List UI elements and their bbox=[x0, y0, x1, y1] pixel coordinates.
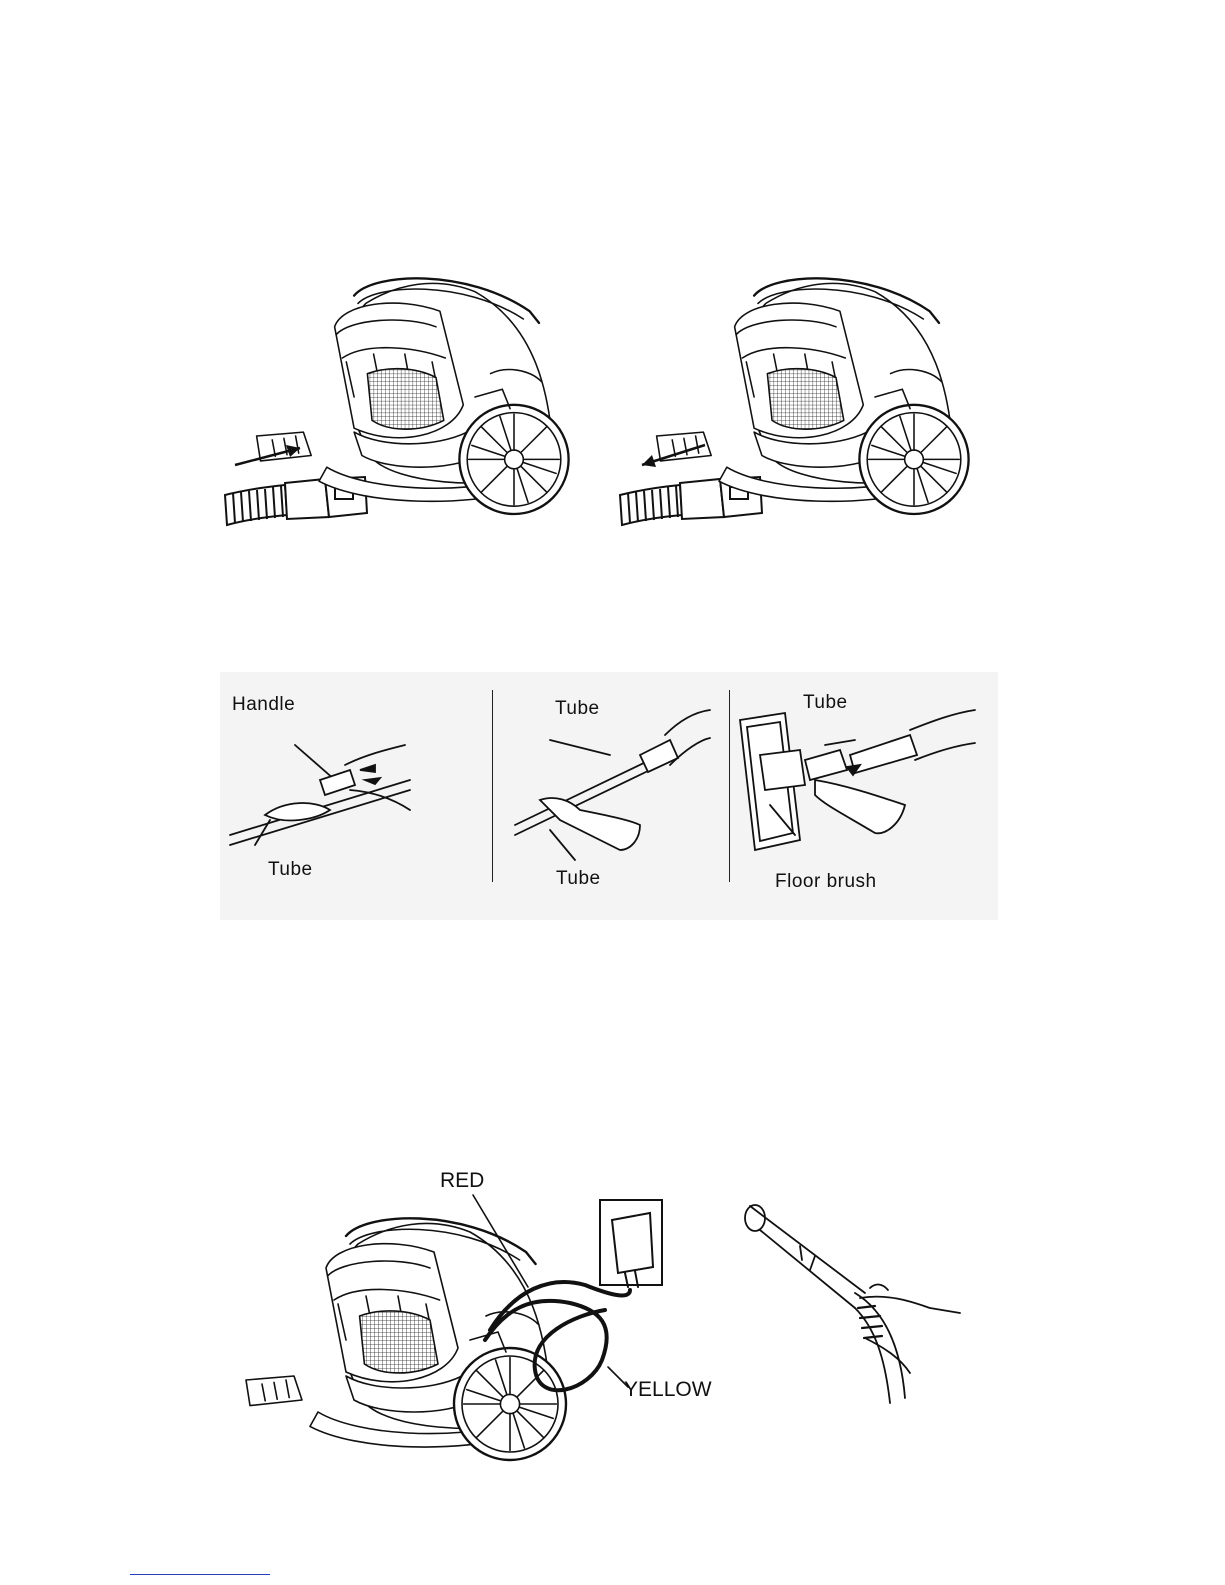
floor-brush-label: Floor brush bbox=[775, 871, 877, 893]
hose-connect-figure-left bbox=[220, 290, 600, 550]
hose-handle-grip-drawing bbox=[740, 1198, 970, 1408]
handle-to-tube-drawing bbox=[225, 720, 425, 850]
panel-divider-1 bbox=[492, 690, 493, 882]
tube-label-1: Tube bbox=[268, 859, 313, 881]
tube-label-2-top: Tube bbox=[555, 698, 600, 720]
tube-to-tube-drawing bbox=[510, 700, 720, 865]
handle-label: Handle bbox=[232, 694, 295, 716]
power-connect-figure bbox=[230, 1195, 750, 1495]
tube-label-2-bottom: Tube bbox=[556, 868, 601, 890]
tube-label-3: Tube bbox=[803, 692, 848, 714]
footer-hyperlink-line[interactable] bbox=[130, 1574, 270, 1575]
yellow-wire-label: YELLOW bbox=[624, 1378, 712, 1402]
panel-divider-2 bbox=[729, 690, 730, 882]
tube-to-floor-brush-drawing bbox=[735, 705, 985, 870]
hose-connect-figure-right bbox=[620, 290, 1000, 550]
red-wire-label: RED bbox=[440, 1169, 484, 1193]
